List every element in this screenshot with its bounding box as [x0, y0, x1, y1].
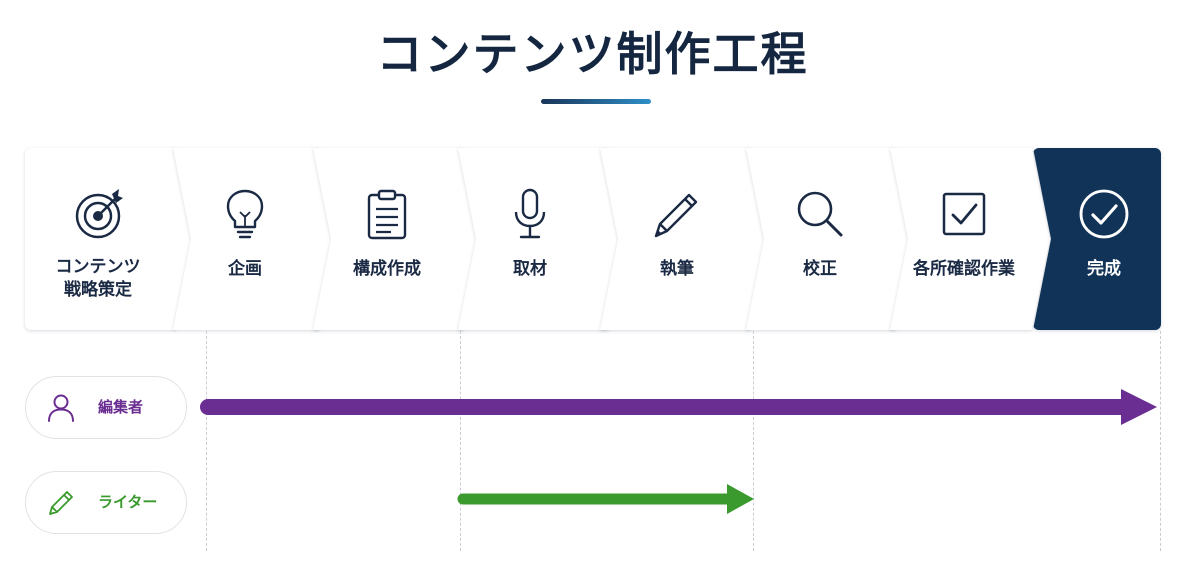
guide-line: [460, 331, 461, 551]
step-label: コンテンツ 戦略策定: [55, 257, 141, 300]
step-chevron: [746, 148, 913, 330]
step-3: 構成作成: [313, 148, 481, 330]
writer-arrow: [457, 484, 754, 514]
target-icon: [75, 189, 123, 239]
step-7: 各所確認作業: [890, 148, 1050, 330]
role-writer: ライター: [25, 471, 187, 534]
person-icon: [48, 394, 74, 422]
role-editor: 編集者: [25, 376, 187, 439]
step-label: 構成作成: [353, 259, 421, 279]
title-underline: [541, 99, 651, 104]
lightbulb-icon: [226, 189, 264, 239]
step-label: 校正: [803, 259, 837, 279]
checkbox-icon: [942, 192, 986, 236]
step-chevron: [458, 148, 626, 330]
step-chevron: [890, 148, 1050, 330]
microphone-icon: [514, 188, 546, 239]
step-chevron: [600, 148, 768, 330]
role-writer-label: ライター: [98, 493, 158, 511]
magnifier-icon: [797, 191, 843, 237]
role-editor-label: 編集者: [98, 398, 144, 416]
step-1: コンテンツ 戦略策定: [25, 148, 193, 330]
pencil-icon: [654, 193, 698, 238]
step-4: 取材: [458, 148, 626, 330]
step-chevron: [173, 148, 337, 330]
step-label: 執筆: [660, 259, 694, 279]
step-label: 取材: [513, 259, 547, 279]
page-title: コンテンツ制作工程: [376, 27, 809, 81]
clipboard-icon: [367, 189, 407, 240]
pencil-icon: [49, 491, 73, 515]
step-label: 企画: [228, 259, 262, 279]
guide-line: [753, 331, 754, 551]
step-5: 執筆: [600, 148, 768, 330]
step-label: 完成: [1087, 259, 1121, 279]
guide-line: [206, 331, 207, 551]
guide-line: [1160, 331, 1161, 551]
step-chevron: [1033, 148, 1161, 330]
editor-arrow: [200, 389, 1157, 425]
step-2: 企画: [173, 148, 337, 330]
step-6: 校正: [746, 148, 913, 330]
step-chevron: [25, 148, 193, 330]
step-8: 完成: [1033, 148, 1161, 330]
step-label: 各所確認作業: [913, 259, 1015, 279]
check-circle-icon: [1079, 189, 1129, 239]
